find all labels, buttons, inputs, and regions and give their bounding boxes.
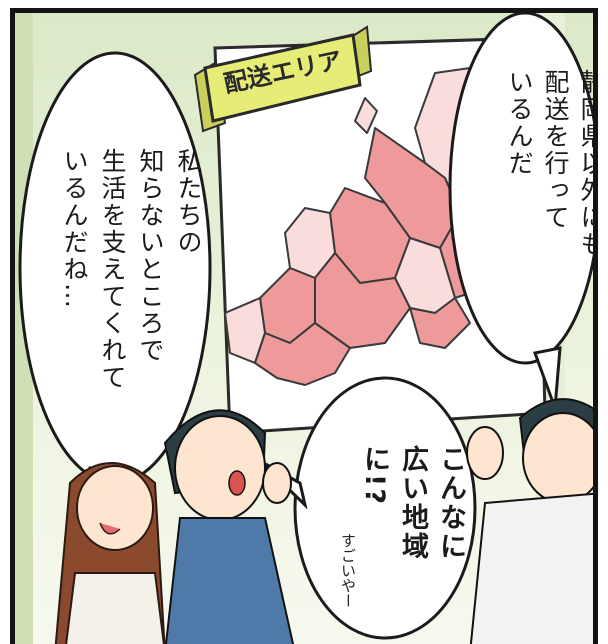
man-right-shirt — [469, 492, 593, 644]
sfx-text: すごいやー — [339, 533, 357, 608]
girl-mouth — [99, 522, 121, 535]
scene-art — [15, 13, 593, 644]
boy-center-hand — [262, 462, 292, 504]
map-region-far-west — [224, 297, 266, 364]
character-boy-center — [163, 409, 295, 644]
banner-ribbon — [193, 25, 373, 133]
speech-text-right: 静岡県以外にも 配送を行って いるんだ — [505, 69, 598, 258]
boy-center-mouth — [228, 470, 246, 496]
boy-center-face — [174, 415, 266, 521]
character-man-right — [466, 398, 593, 644]
speech-text-left: 私たちの 知らないところで 生活を支えてくれて いるんだね… — [60, 148, 203, 391]
character-girl — [54, 462, 166, 644]
speech-bubble-right — [448, 13, 593, 365]
girl-shirt — [65, 572, 165, 644]
panel-frame: 配送エリア 私たちの 知らないところで 生活を支えてくれて いるんだね… 静岡県… — [10, 8, 598, 644]
man-right-face — [522, 412, 593, 504]
speech-bubble-middle — [293, 376, 477, 640]
girl-face — [76, 465, 154, 551]
speech-text-middle: こんなに 広い地域 に!? — [359, 445, 466, 561]
map-region-coast — [254, 322, 351, 386]
man-right-hand — [466, 426, 504, 480]
boy-center-jacket — [164, 517, 295, 644]
map-island — [354, 97, 378, 134]
speech-bubble-right-tail — [532, 346, 562, 409]
map-region-southeast — [409, 297, 471, 349]
banner-body — [203, 33, 362, 123]
